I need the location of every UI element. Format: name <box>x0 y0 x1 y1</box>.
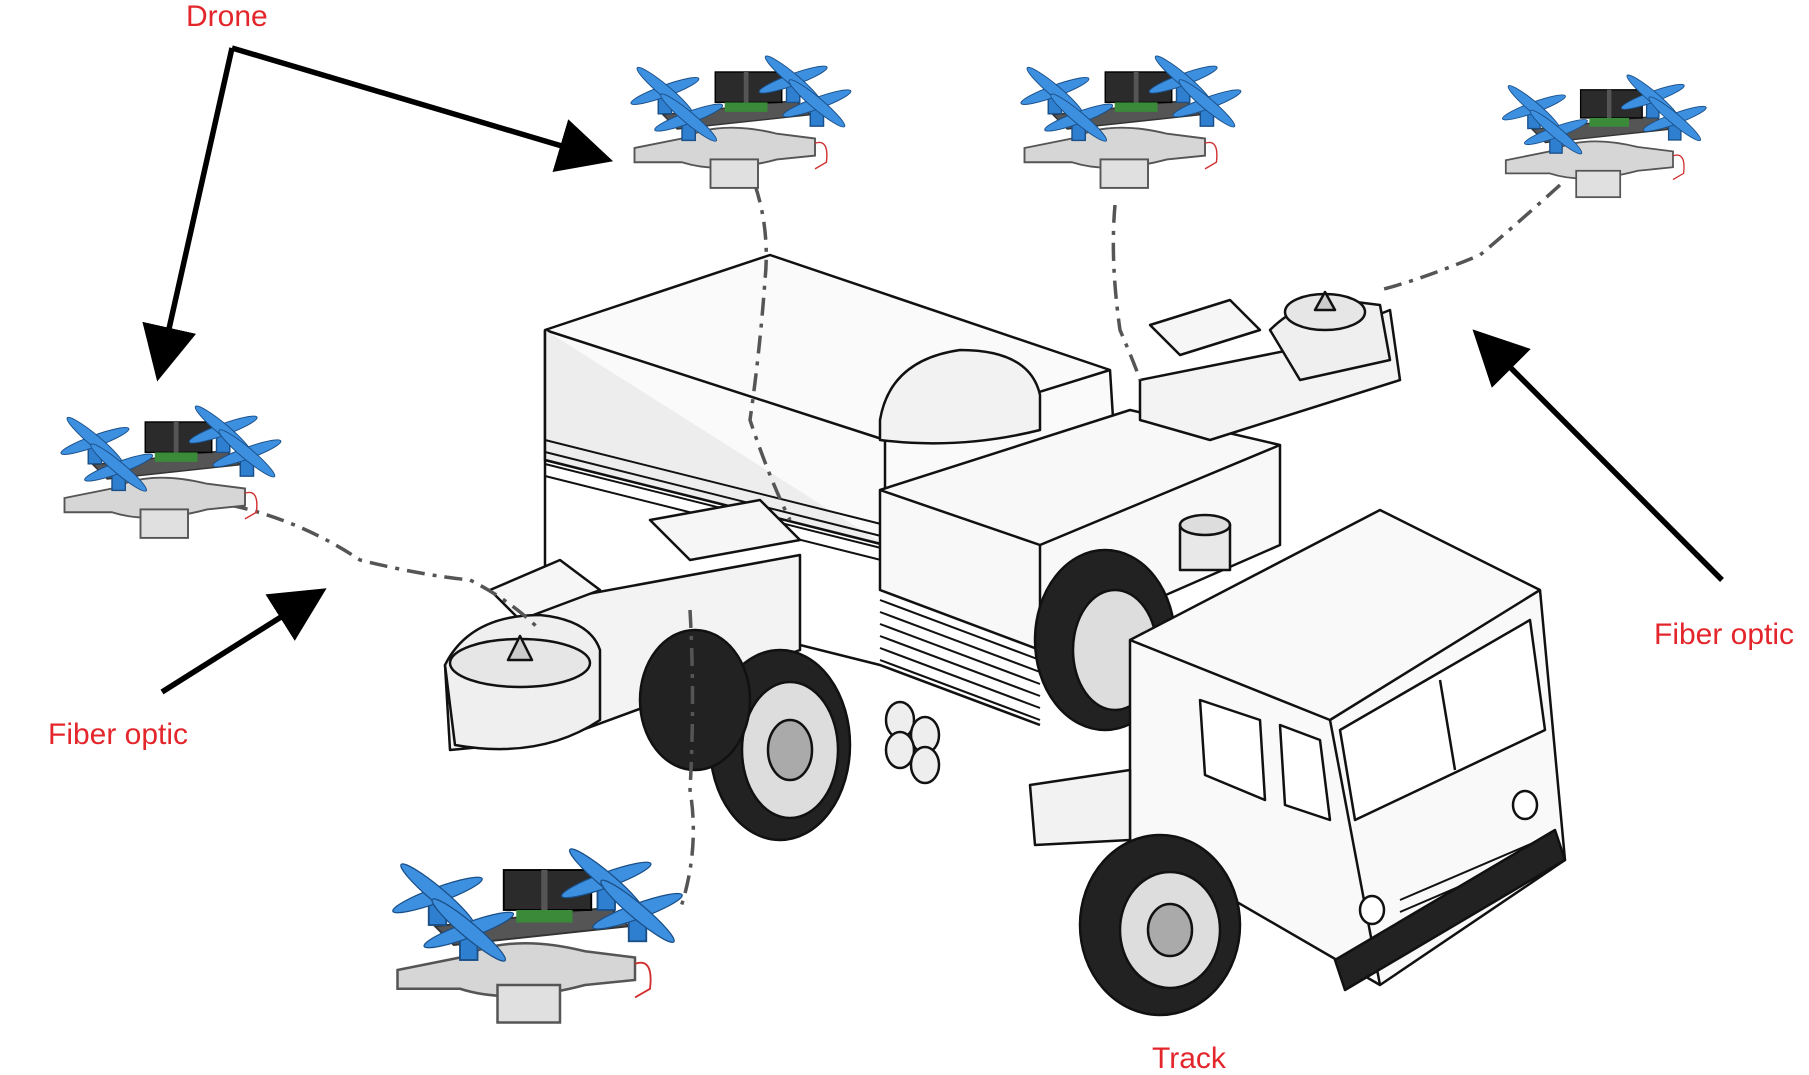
label-fiber-optic-right: Fiber optic <box>1654 618 1795 651</box>
drone-bottom <box>389 842 686 1024</box>
label-drone: Drone <box>186 0 268 33</box>
label-track: Track <box>1152 1042 1226 1075</box>
drone-top-left <box>628 51 854 189</box>
label-fiber-optic-left: Fiber optic <box>48 718 189 751</box>
arrow-fiber-right <box>1472 329 1724 582</box>
pointer-arrows <box>142 45 1724 695</box>
drone-top-right <box>1499 70 1709 199</box>
fiber-optic-cables <box>229 183 1562 911</box>
drone-top-middle <box>1018 51 1244 189</box>
drone-left <box>58 401 284 539</box>
arrow-fiber-left <box>160 588 327 695</box>
arrow-to-left-drone <box>142 47 235 382</box>
arrow-to-top-drone <box>231 45 614 172</box>
truck <box>443 253 1567 1017</box>
